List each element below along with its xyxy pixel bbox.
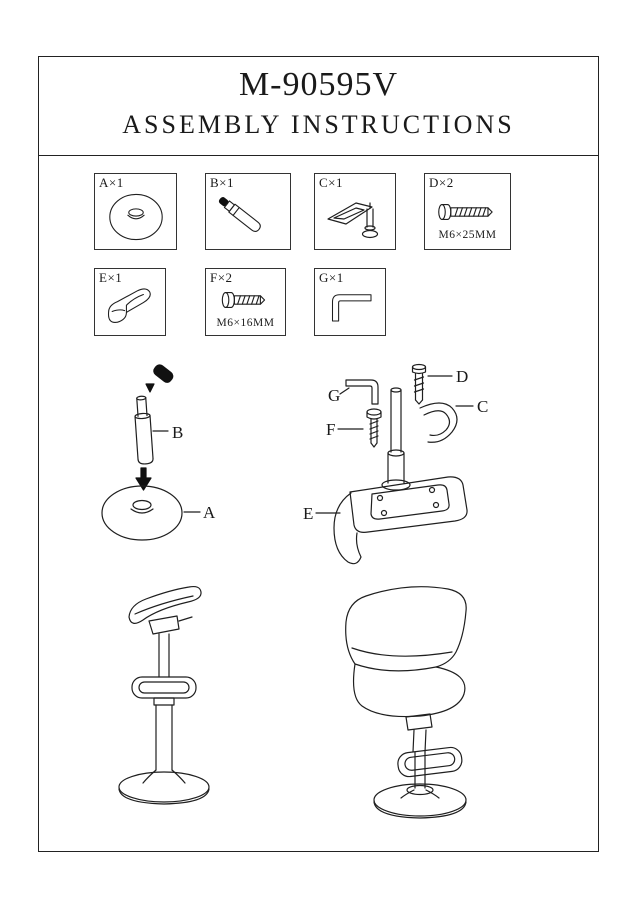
part-box-a: A×1 [94, 173, 177, 250]
part-box-f: F×2 M6×16MM [205, 268, 286, 336]
part-box-b: B×1 [205, 173, 291, 250]
callout-label-a: A [203, 503, 216, 522]
title-divider [38, 155, 599, 156]
screw-icon [221, 292, 265, 308]
allen-key-icon [331, 294, 372, 322]
part-d-label: D×2 [429, 175, 454, 190]
assembly-diagram [101, 363, 474, 819]
part-c-label: C×1 [319, 175, 344, 190]
part-box-g: G×1 [314, 268, 386, 336]
callout-label-g: G [328, 386, 341, 405]
part-a-label: A×1 [99, 175, 124, 190]
callout-label-e: E [303, 504, 314, 523]
callout-label-d: D [456, 367, 469, 386]
footrest-bracket-icon [327, 201, 379, 238]
part-f-label: F×2 [210, 270, 233, 285]
part-e-label: E×1 [99, 270, 123, 285]
step1-pole-base-diagram [101, 364, 201, 541]
part-b-label: B×1 [210, 175, 235, 190]
round-base-icon [108, 193, 163, 240]
model-number: M-90595V [238, 66, 399, 103]
callout-label-b: B [172, 423, 184, 442]
callout-label-f: F [326, 420, 336, 439]
step4-assembled-stool [345, 586, 467, 819]
part-box-d: D×2 M6×25MM [424, 173, 511, 250]
page-title: ASSEMBLY INSTRUCTIONS [122, 110, 515, 139]
step2-underside-diagram [315, 363, 474, 565]
screw-size-label: M6×16MM [216, 317, 275, 329]
seat-icon [107, 288, 151, 323]
step3-side-view [118, 585, 210, 805]
callout-label-c: C [477, 397, 489, 416]
bolt-size-label: M6×25MM [438, 228, 497, 241]
bolt-icon [437, 203, 493, 220]
gas-lift-icon [218, 196, 261, 232]
part-g-label: G×1 [319, 270, 344, 285]
part-box-c: C×1 [314, 173, 396, 250]
part-box-e: E×1 [94, 268, 166, 336]
